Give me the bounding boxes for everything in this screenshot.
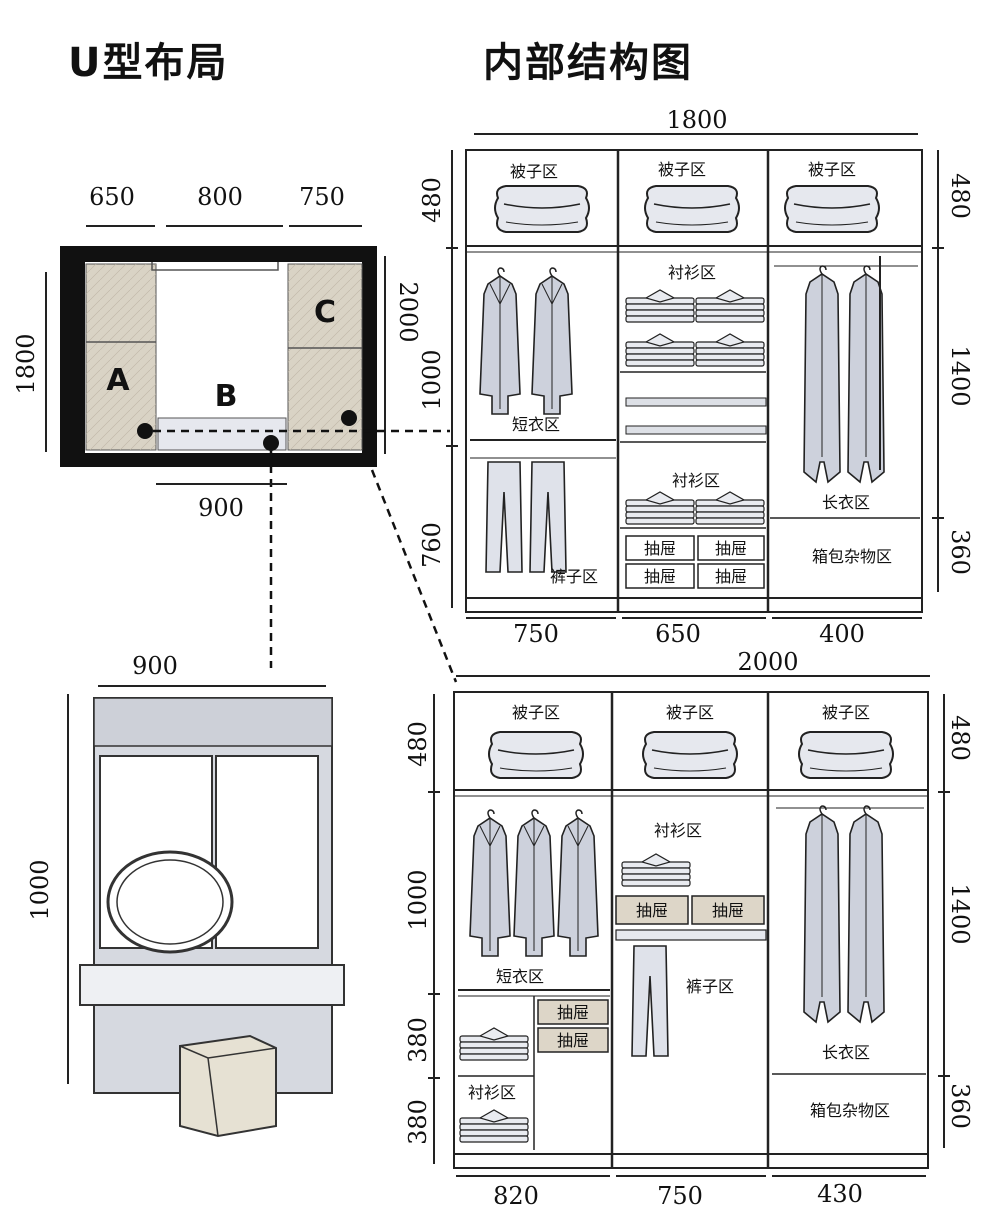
bottom-left-h-380-2: 380 [404, 1099, 432, 1145]
top-width-750: 750 [513, 620, 559, 648]
bottom-width-750: 750 [657, 1182, 703, 1210]
bottom-shirt-label-2: 衬衫区 [654, 821, 702, 840]
bottom-drawer-label-1: 抽屉 [557, 1003, 589, 1022]
vanity-dim-1000: 1000 [26, 859, 54, 920]
top-shirt-label-2: 衬衫区 [672, 471, 720, 490]
bottom-right-h-360: 360 [946, 1083, 974, 1129]
bottom-trousers-label: 裤子区 [686, 977, 734, 996]
bottom-width-430: 430 [817, 1180, 863, 1208]
plan-title: U型布局 [68, 40, 229, 86]
top-total-width: 1800 [666, 106, 727, 134]
bottom-total-width: 2000 [737, 648, 798, 676]
top-trousers-label: 裤子区 [550, 567, 598, 586]
structure-title: 内部结构图 [483, 40, 693, 86]
top-short-coat-label: 短衣区 [512, 415, 560, 434]
top-left-h-480: 480 [418, 177, 446, 223]
top-drawer-label-2: 抽屉 [715, 539, 747, 558]
top-drawer-label-3: 抽屉 [644, 567, 676, 586]
vanity-dim-900: 900 [132, 652, 178, 680]
top-drawer-label-1: 抽屉 [644, 539, 676, 558]
top-right-h-1400: 1400 [946, 345, 974, 406]
zone-a-label: A [106, 363, 130, 398]
top-right-h-360: 360 [946, 529, 974, 575]
plan-dim-650: 650 [89, 183, 135, 211]
zone-b-label: B [215, 379, 238, 414]
top-luggage-label: 箱包杂物区 [812, 547, 892, 566]
bottom-drawer-label-4: 抽屉 [712, 901, 744, 920]
bottom-quilt-label-1: 被子区 [512, 703, 560, 722]
bottom-left-h-480: 480 [404, 721, 432, 767]
top-width-400: 400 [819, 620, 865, 648]
top-width-650: 650 [655, 620, 701, 648]
bottom-luggage-label: 箱包杂物区 [810, 1101, 890, 1120]
plan-dim-900: 900 [198, 494, 244, 522]
bottom-drawer-label-3: 抽屉 [636, 901, 668, 920]
top-quilt-label-3: 被子区 [808, 160, 856, 179]
zone-c-label: C [314, 295, 336, 330]
bottom-shirt-label-1: 衬衫区 [468, 1083, 516, 1102]
top-right-h-480: 480 [946, 173, 974, 219]
wardrobe-bottom: 2000 抽屉 抽屉 抽屉 抽屉 被子区 被子区 被子区 [404, 648, 974, 1210]
wardrobe-top: 1800 抽屉 抽屉 抽屉 抽屉 被子区 被子区 被子区 [418, 106, 974, 648]
plan-dim-750: 750 [299, 183, 345, 211]
top-drawer-label-4: 抽屉 [715, 567, 747, 586]
bottom-quilt-label-3: 被子区 [822, 703, 870, 722]
bottom-right-h-480: 480 [946, 715, 974, 761]
top-long-coat-label: 长衣区 [822, 493, 870, 512]
top-left-h-1000: 1000 [418, 349, 446, 410]
top-quilt-label-1: 被子区 [510, 162, 558, 181]
plan-dim-1800: 1800 [12, 333, 40, 394]
bottom-left-h-380-1: 380 [404, 1017, 432, 1063]
bottom-drawer-label-2: 抽屉 [557, 1031, 589, 1050]
top-quilt-label-2: 被子区 [658, 160, 706, 179]
bottom-quilt-label-2: 被子区 [666, 703, 714, 722]
bottom-long-coat-label: 长衣区 [822, 1043, 870, 1062]
bottom-left-h-1000: 1000 [404, 869, 432, 930]
top-shirt-label-1: 衬衫区 [668, 263, 716, 282]
bottom-short-coat-label: 短衣区 [496, 967, 544, 986]
floor-plan: 650 800 750 1800 2000 A C B [12, 183, 458, 683]
top-left-h-760: 760 [418, 522, 446, 568]
plan-dim-2000: 2000 [394, 281, 422, 342]
bottom-width-820: 820 [493, 1182, 539, 1210]
vanity-elevation: 900 1000 [26, 652, 345, 1138]
plan-dim-800: 800 [197, 183, 243, 211]
bottom-right-h-1400: 1400 [946, 883, 974, 944]
